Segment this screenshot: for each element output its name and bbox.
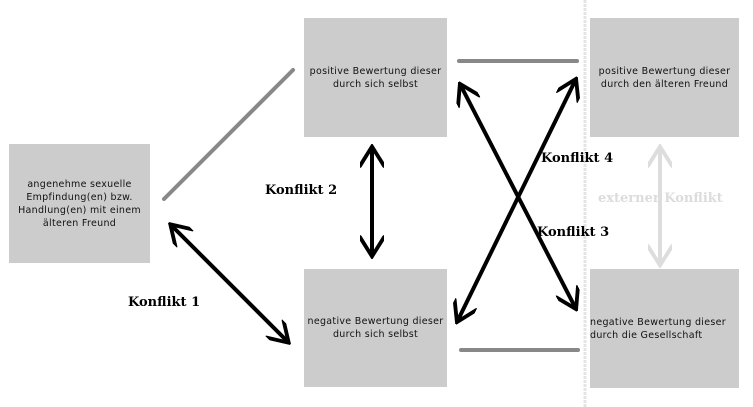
box-positive-friend: positive Bewertung dieser durch den älte… [590, 18, 739, 137]
box-source: angenehme sexuelle Empfindung(en) bzw. H… [9, 144, 150, 263]
label-external-conflict: externer Konflikt [598, 191, 723, 206]
box-negative-society-text: negative Bewertung dieser durch die Gese… [590, 316, 726, 341]
label-konflikt-2: Konflikt 2 [265, 183, 338, 198]
box-positive-self-text: positive Bewertung dieser durch sich sel… [309, 65, 442, 90]
box-positive-friend-text: positive Bewertung dieser durch den älte… [598, 65, 731, 90]
box-negative-self-text: negative Bewertung dieser durch sich sel… [307, 316, 444, 340]
box-negative-society: negative Bewertung dieser durch die Gese… [590, 269, 739, 388]
label-konflikt-4: Konflikt 4 [541, 151, 614, 166]
box-negative-self: negative Bewertung dieser durch sich sel… [304, 269, 447, 387]
arrow-konflikt-4 [458, 81, 575, 320]
box-source-text: angenehme sexuelle Empfindung(en) bzw. H… [18, 178, 141, 229]
label-konflikt-3: Konflikt 3 [537, 225, 610, 240]
connector-source-positive [162, 68, 295, 201]
arrow-konflikt-1 [172, 226, 287, 341]
label-konflikt-1: Konflikt 1 [128, 295, 201, 310]
box-positive-self: positive Bewertung dieser durch sich sel… [304, 18, 447, 137]
